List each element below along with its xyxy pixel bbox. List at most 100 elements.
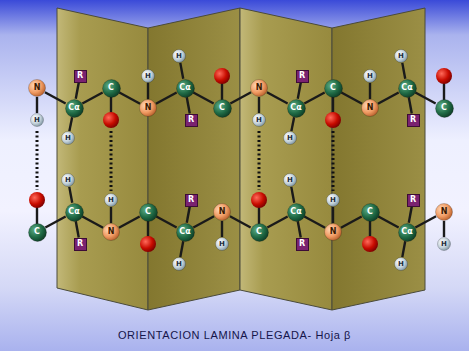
covalent-bond [187, 97, 190, 113]
covalent-bond [291, 187, 294, 203]
atom-ball: Cα [176, 223, 195, 242]
covalent-bond [341, 93, 362, 104]
atom-symbol: H [441, 241, 447, 248]
atom-symbol: Cα [290, 208, 301, 216]
oxygen-atom [29, 192, 45, 208]
covalent-bond [341, 217, 362, 228]
atom-ball: N [213, 203, 231, 221]
covalent-bond [180, 63, 183, 79]
atom-ball-fill [287, 99, 305, 117]
oxygen-atom [436, 68, 452, 84]
atom-ball-fill [176, 223, 194, 241]
covalent-bond [409, 97, 412, 113]
covalent-bond [304, 93, 324, 104]
atom-ball-fill [284, 132, 297, 145]
atom-ball-fill [65, 203, 83, 221]
atom-ball-fill [364, 70, 377, 83]
atom-ball-fill [29, 80, 46, 97]
atom-ball-fill [362, 100, 379, 117]
atom-symbol: R [188, 196, 194, 204]
hydrogen-bond [36, 131, 39, 190]
atom-ball: H [104, 193, 118, 207]
covalent-bond [267, 217, 287, 228]
atom-ball: N [102, 223, 120, 241]
atom-ball-fill [395, 258, 408, 271]
hydrogen-bond [332, 131, 335, 191]
covalent-bond [119, 93, 140, 104]
atom-ball-fill [102, 79, 120, 97]
covalent-bond [193, 93, 213, 104]
covalent-bond [298, 221, 301, 237]
covalent-bond [193, 216, 214, 227]
atom-symbol: H [65, 135, 71, 142]
covalent-bond [415, 216, 436, 227]
atom-ball: Cα [65, 203, 84, 222]
covalent-bond [221, 221, 223, 237]
atom-symbol: R [77, 72, 83, 80]
covalent-bond [69, 117, 72, 131]
atom-symbol: H [398, 261, 404, 268]
sheet-panel [332, 8, 425, 310]
covalent-bond [36, 97, 38, 113]
r-group-box: R [74, 238, 87, 251]
atom-ball-fill [398, 223, 416, 241]
atom-ball-fill [105, 194, 118, 207]
covalent-bond [443, 221, 445, 237]
covalent-bond [402, 63, 405, 79]
covalent-bond [82, 217, 103, 228]
atom-ball: H [437, 237, 451, 251]
covalent-bond [76, 221, 79, 237]
covalent-bond [110, 207, 112, 223]
atom-ball: H [61, 131, 75, 145]
atom-ball-fill [139, 203, 157, 221]
atom-ball: N [28, 79, 46, 97]
atom-symbol: C [34, 228, 40, 236]
atom-symbol: Cα [401, 84, 412, 92]
atom-ball-fill [250, 223, 268, 241]
atom-ball: C [139, 203, 158, 222]
atom-ball: N [139, 99, 157, 117]
covalent-bond [156, 93, 177, 104]
atom-symbol: H [65, 177, 71, 184]
atom-symbol: C [108, 84, 114, 92]
atom-symbol: H [145, 73, 151, 80]
atom-symbol: C [441, 104, 447, 112]
atom-symbol: H [367, 73, 373, 80]
hydrogen-bonds [37, 131, 333, 191]
r-group-box: R [407, 114, 420, 127]
atom-symbol: H [108, 197, 114, 204]
atom-symbol: N [108, 228, 115, 236]
atom-ball-fill [251, 80, 268, 97]
covalent-bond [82, 93, 102, 104]
atom-symbol: H [219, 241, 225, 248]
atom-ball: N [361, 99, 379, 117]
caption: ORIENTACION LAMINA PLEGADA- Hoja β [118, 329, 351, 341]
atom-symbol: H [398, 53, 404, 60]
atom-ball-fill [325, 224, 342, 241]
covalent-bond [402, 241, 405, 257]
atom-symbol: R [410, 116, 416, 124]
atom-ball: H [283, 131, 297, 145]
atom-ball-fill [395, 50, 408, 63]
sheet-panel [57, 8, 148, 310]
atom-ball: C [324, 79, 343, 98]
atom-symbol: R [77, 240, 83, 248]
atom-ball: Cα [176, 79, 195, 98]
covalent-bond [409, 207, 412, 223]
atom-ball-fill [214, 204, 231, 221]
atom-symbol: Cα [179, 84, 190, 92]
atom-symbol: C [367, 208, 373, 216]
covalent-bond [291, 117, 294, 131]
atom-symbol: R [299, 240, 305, 248]
covalent-bond [369, 83, 371, 99]
atom-symbol: Cα [68, 208, 79, 216]
atom-symbol: H [287, 135, 293, 142]
covalent-bond [45, 92, 66, 103]
atom-ball: N [250, 79, 268, 97]
covalent-bond [415, 93, 435, 104]
covalent-bond [45, 217, 65, 228]
atom-ball: C [435, 99, 454, 118]
atom-ball: N [435, 203, 453, 221]
